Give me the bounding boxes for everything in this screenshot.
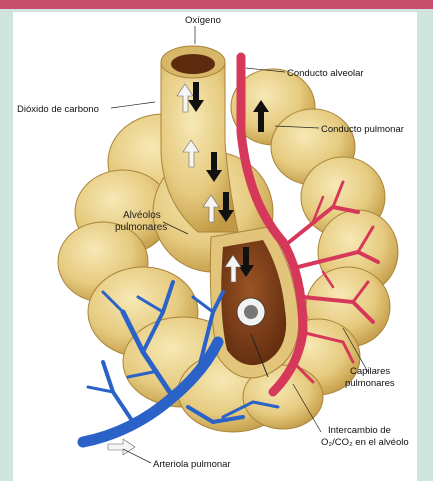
diagram-panel: Oxígeno Conducto alveolar Dióxido de car… (13, 12, 417, 481)
label-oxygen: Oxígeno (185, 15, 221, 26)
label-capillaries-line1: Capilares (350, 366, 390, 377)
alveoli-illustration: Oxígeno Conducto alveolar Dióxido de car… (13, 12, 417, 481)
top-accent-bar (0, 0, 433, 9)
label-capillaries-line2: pulmonares (345, 378, 395, 389)
label-exchange-line1: Intercambio de (328, 425, 391, 436)
label-exchange-line2: O₂/CO₂ en el alvéolo (321, 437, 409, 448)
label-arteriole: Arteriola pulmonar (153, 459, 231, 470)
label-carbon-dioxide: Dióxido de carbono (17, 104, 99, 115)
label-alveoli-line1: Alvéolos (123, 210, 161, 221)
label-pulmonary-duct: Conducto pulmonar (321, 124, 404, 135)
label-alveoli-line2: pulmonares (115, 222, 167, 233)
label-alveolar-duct: Conducto alveolar (287, 68, 364, 79)
